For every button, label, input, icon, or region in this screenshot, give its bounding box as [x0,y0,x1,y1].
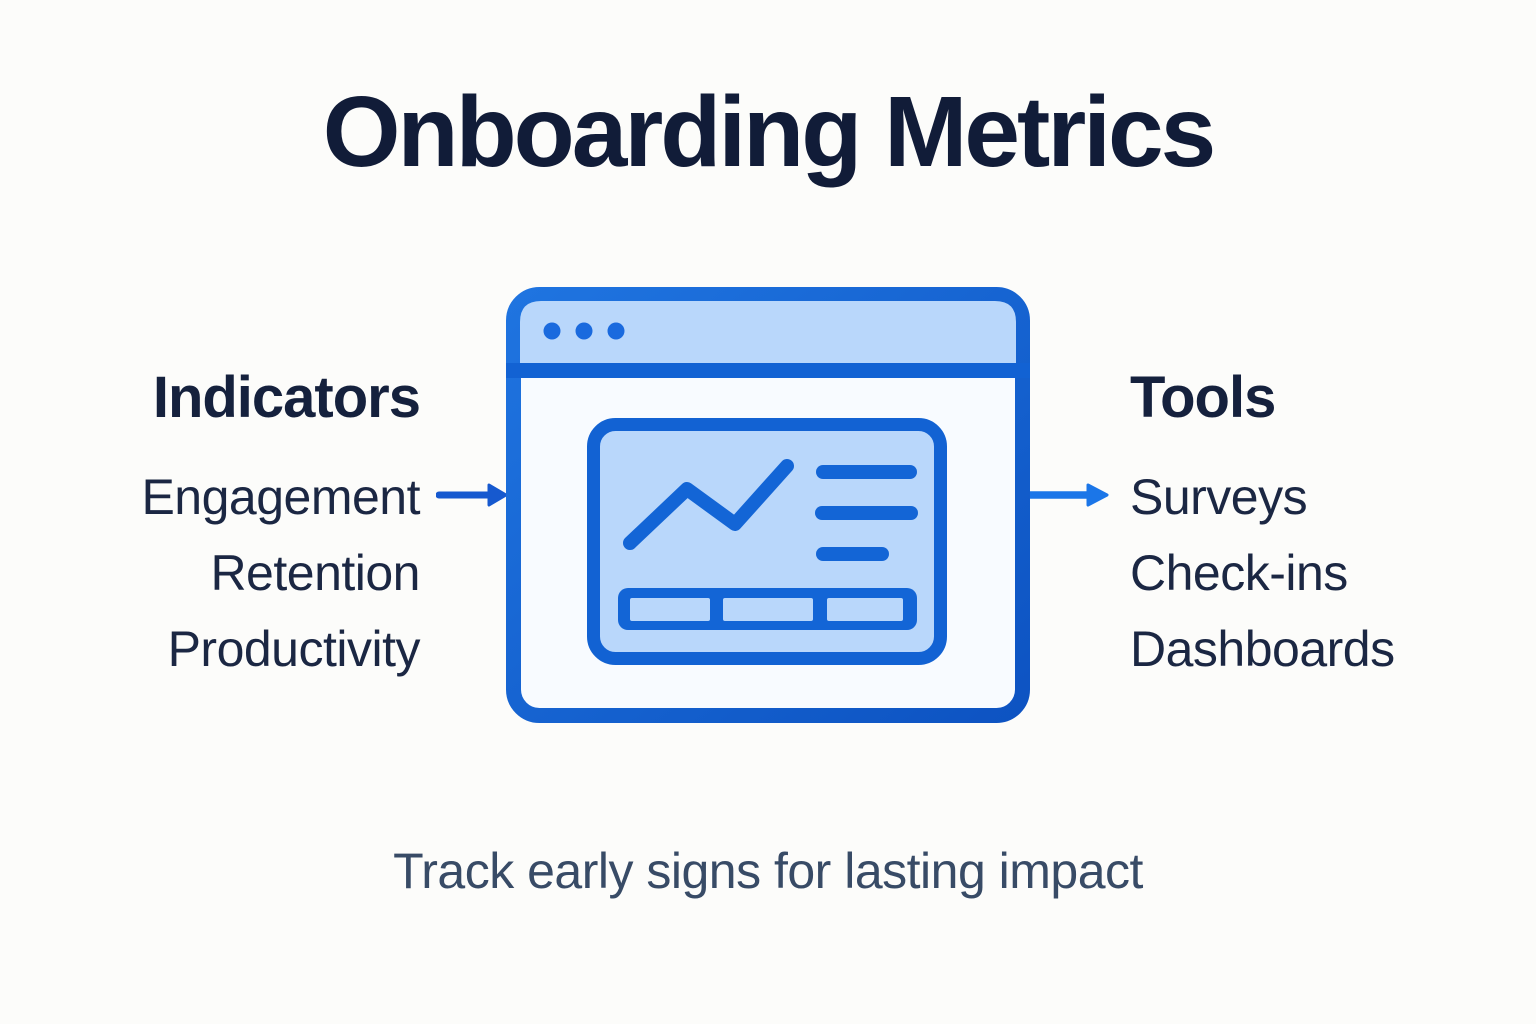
window-title-bar [520,301,1016,363]
table-bar-icon [618,588,917,630]
indicator-item-engagement: Engagement [141,469,420,525]
window-divider [506,363,1030,378]
tools-list: Surveys Check-ins Dashboards [1130,459,1395,687]
line-chart-icon [623,459,794,550]
tool-item-check-ins: Check-ins [1130,545,1348,601]
indicator-item-productivity: Productivity [167,621,421,677]
window-dots-icon [543,322,625,340]
indicator-item-retention: Retention [210,545,420,601]
tool-item-surveys: Surveys [1130,469,1308,525]
caption-text: Track early signs for lasting impact [393,843,1143,899]
page-title: Onboarding Metrics [322,76,1217,188]
text-lines-icon [815,465,918,561]
right-arrow-icon [436,483,508,507]
browser-window-icon [506,287,1030,723]
tool-item-dashboards: Dashboards [1130,621,1395,677]
tools-heading: Tools [1130,365,1276,430]
indicators-heading: Indicators [152,365,421,430]
indicators-list: Engagement Retention Productivity [0,459,420,687]
right-arrow-icon [1028,483,1109,507]
